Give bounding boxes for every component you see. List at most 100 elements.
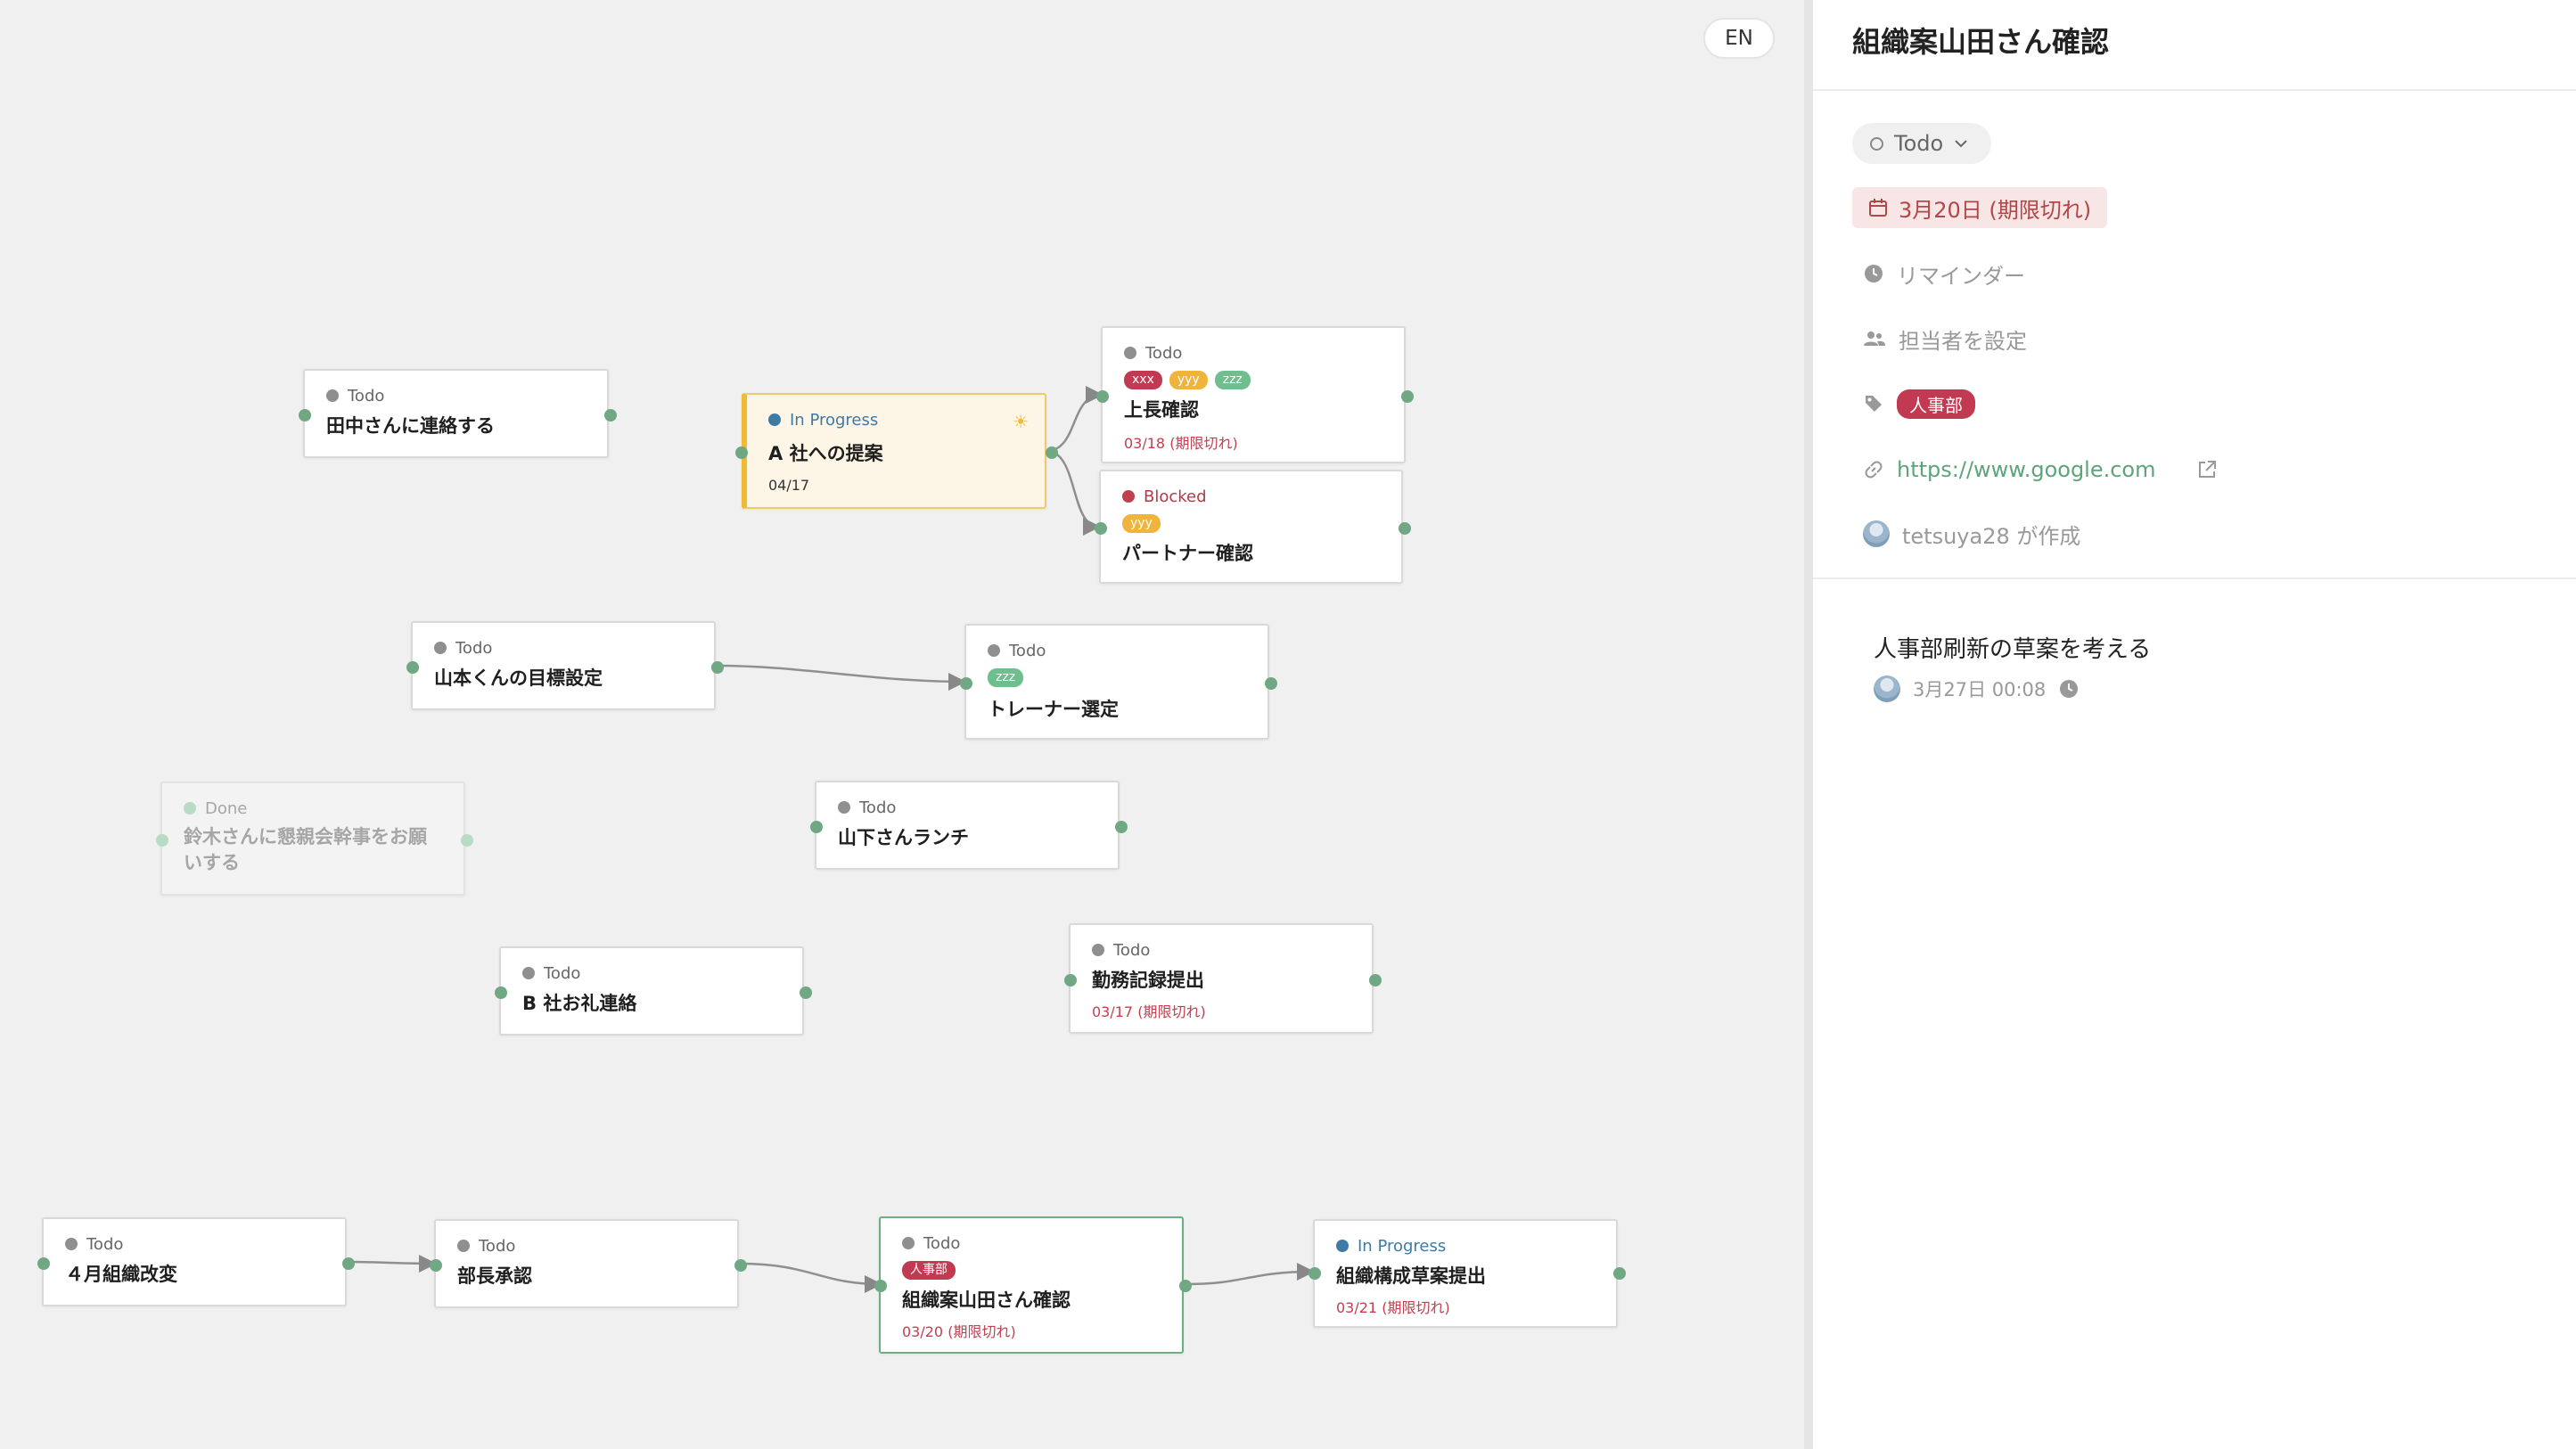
output-handle[interactable] bbox=[800, 986, 812, 999]
input-handle[interactable] bbox=[1064, 974, 1077, 986]
comment-meta: 3月27日 00:08 bbox=[1874, 675, 2080, 702]
status-indicator: Todo bbox=[1092, 939, 1150, 961]
task-title: ４月組織改変 bbox=[65, 1264, 177, 1285]
task-node[interactable]: Blocked yyy パートナー確認 bbox=[1095, 470, 1411, 584]
assignee-button[interactable]: 担当者を設定 bbox=[1863, 323, 2027, 354]
output-handle[interactable] bbox=[342, 1257, 355, 1270]
status-indicator: Todo bbox=[326, 385, 384, 406]
status-indicator: Todo bbox=[902, 1232, 960, 1254]
input-handle[interactable] bbox=[810, 821, 823, 833]
due-date-button[interactable]: 3月20日 (期限切れ) bbox=[1852, 187, 2108, 228]
input-handle[interactable] bbox=[1096, 390, 1109, 403]
external-link-icon[interactable] bbox=[2195, 458, 2219, 481]
status-dot-icon bbox=[65, 1238, 78, 1250]
output-handle[interactable] bbox=[1369, 974, 1382, 986]
input-handle[interactable] bbox=[406, 661, 419, 674]
input-handle[interactable] bbox=[1095, 522, 1107, 535]
input-handle[interactable] bbox=[156, 834, 168, 847]
status-dropdown[interactable]: Todo bbox=[1852, 123, 1992, 164]
status-indicator: In Progress bbox=[1336, 1235, 1446, 1257]
status-indicator: Todo bbox=[1124, 342, 1182, 364]
task-title: 山本くんの目標設定 bbox=[434, 667, 603, 689]
task-title: 山下さんランチ bbox=[838, 827, 969, 848]
edge-n2-n4 bbox=[1046, 449, 1101, 536]
url-link[interactable]: https://www.google.com bbox=[1897, 457, 2156, 482]
input-handle[interactable] bbox=[299, 409, 311, 422]
input-handle[interactable] bbox=[37, 1257, 50, 1270]
language-toggle-button[interactable]: EN bbox=[1703, 18, 1775, 59]
task-title: 鈴木さんに懇親会幹事をお願いする bbox=[184, 826, 427, 873]
task-node[interactable]: Todo ４月組織改変 bbox=[37, 1217, 355, 1306]
task-node[interactable]: Todo 勤務記録提出 03/17 (期限切れ) bbox=[1064, 923, 1382, 1034]
edge-n12-n13 bbox=[739, 1262, 882, 1293]
output-handle[interactable] bbox=[1401, 390, 1414, 403]
task-node[interactable]: Todo B 社お礼連絡 bbox=[495, 946, 812, 1036]
output-handle[interactable] bbox=[1613, 1267, 1626, 1280]
task-node[interactable]: Todo xxx yyy zzz 上長確認 03/18 (期限切れ) bbox=[1096, 326, 1414, 463]
status-dot-icon bbox=[457, 1240, 470, 1252]
due-date-label: 3月20日 (期限切れ) bbox=[1899, 197, 2092, 223]
status-dot-icon bbox=[184, 802, 196, 815]
output-handle[interactable] bbox=[461, 834, 473, 847]
input-handle[interactable] bbox=[735, 446, 748, 459]
task-node[interactable]: Done 鈴木さんに懇親会幹事をお願いする bbox=[156, 782, 473, 896]
reminder-label: リマインダー bbox=[1897, 263, 2025, 289]
panel-title[interactable]: 組織案山田さん確認 bbox=[1852, 25, 2110, 59]
status-dot-icon bbox=[838, 801, 850, 814]
input-handle[interactable] bbox=[960, 677, 972, 690]
input-handle[interactable] bbox=[495, 986, 507, 999]
tag-row[interactable]: 人事部 bbox=[1863, 389, 1975, 419]
status-dot-icon bbox=[988, 644, 1000, 657]
status-dot-icon bbox=[522, 967, 535, 979]
edge-n11-n12 bbox=[346, 1254, 437, 1273]
task-title: 勤務記録提出 bbox=[1092, 970, 1204, 991]
input-handle[interactable] bbox=[1309, 1267, 1321, 1280]
task-node[interactable]: Todo zzz トレーナー選定 bbox=[960, 624, 1277, 740]
output-handle[interactable] bbox=[1399, 522, 1411, 535]
output-handle[interactable] bbox=[711, 661, 724, 674]
status-indicator: In Progress bbox=[768, 409, 878, 430]
status-dot-icon bbox=[1336, 1240, 1349, 1252]
task-node[interactable]: Todo 山下さんランチ bbox=[810, 781, 1128, 870]
panel-divider bbox=[1813, 577, 2576, 579]
due-date: 03/17 (期限切れ) bbox=[1092, 1003, 1206, 1020]
tag-icon bbox=[1866, 396, 1882, 412]
reminder-button[interactable]: リマインダー bbox=[1863, 258, 2025, 289]
status-dot-icon bbox=[1124, 347, 1136, 359]
output-handle[interactable] bbox=[1115, 821, 1128, 833]
due-date: 03/20 (期限切れ) bbox=[902, 1323, 1016, 1340]
tag-list: xxx yyy zzz bbox=[1124, 371, 1251, 389]
task-title: トレーナー選定 bbox=[988, 699, 1119, 720]
tag-badge[interactable]: 人事部 bbox=[1897, 389, 1975, 419]
task-node[interactable]: Todo 部長承認 bbox=[430, 1219, 747, 1308]
task-node[interactable]: Todo 田中さんに連絡する bbox=[299, 369, 617, 458]
chevron-down-icon bbox=[1955, 140, 1967, 148]
task-detail-panel: 組織案山田さん確認 Todo 3月20日 (期限切れ) リマインダー 担当者を設… bbox=[1804, 0, 2576, 1449]
input-handle[interactable] bbox=[874, 1280, 887, 1292]
status-label: Todo bbox=[1894, 131, 1944, 156]
link-icon bbox=[1865, 461, 1883, 479]
status-indicator: Blocked bbox=[1122, 486, 1207, 507]
tag: xxx bbox=[1124, 371, 1162, 389]
tag: zzz bbox=[988, 668, 1024, 687]
output-handle[interactable] bbox=[1179, 1280, 1192, 1292]
task-node[interactable]: In Progress ☀ A 社への提案 04/17 bbox=[735, 393, 1058, 509]
comment-timestamp: 3月27日 00:08 bbox=[1913, 679, 2047, 700]
task-node[interactable]: Todo 山本くんの目標設定 bbox=[406, 621, 724, 710]
flow-canvas[interactable]: EN Todo 田中さんに連絡する In Progress ☀ A 社への提案 … bbox=[0, 0, 1804, 1449]
output-handle[interactable] bbox=[604, 409, 617, 422]
output-handle[interactable] bbox=[1265, 677, 1277, 690]
status-indicator: Todo bbox=[65, 1233, 123, 1255]
output-handle[interactable] bbox=[734, 1259, 747, 1272]
clock-icon[interactable] bbox=[2058, 678, 2080, 700]
sun-icon: ☀ bbox=[1013, 411, 1029, 432]
edge-n5-n6 bbox=[715, 664, 966, 691]
output-handle[interactable] bbox=[1046, 446, 1058, 459]
task-node[interactable]: In Progress 組織構成草案提出 03/21 (期限切れ) bbox=[1309, 1219, 1626, 1328]
task-title: 組織構成草案提出 bbox=[1336, 1265, 1486, 1287]
due-date: 03/18 (期限切れ) bbox=[1124, 435, 1238, 452]
input-handle[interactable] bbox=[430, 1259, 442, 1272]
status-indicator: Todo bbox=[838, 797, 896, 818]
task-node-selected[interactable]: Todo 人事部 組織案山田さん確認 03/20 (期限切れ) bbox=[874, 1216, 1192, 1354]
creator-label: tetsuya28 が作成 bbox=[1902, 523, 2081, 549]
